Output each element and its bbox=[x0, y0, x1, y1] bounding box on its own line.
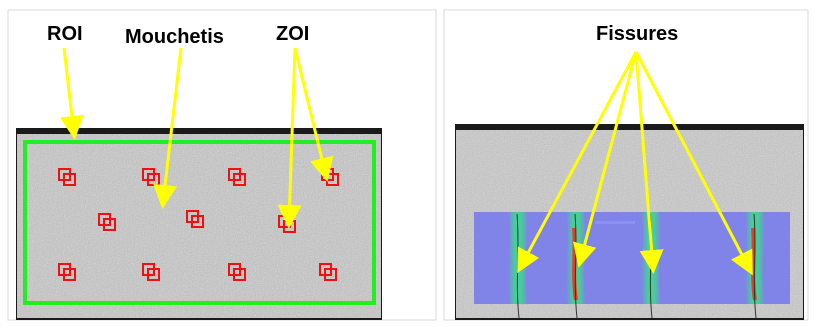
zoi-marker bbox=[58, 168, 76, 186]
zoi-marker bbox=[228, 168, 246, 186]
mouchetis-arrow bbox=[153, 47, 183, 209]
zoi-marker bbox=[142, 263, 160, 281]
zoi-marker bbox=[98, 213, 116, 231]
crack-band bbox=[508, 212, 528, 319]
mouchetis-label: Mouchetis bbox=[125, 26, 224, 48]
crack-bands bbox=[508, 212, 765, 319]
left-specimen-image bbox=[16, 128, 382, 320]
crack-band bbox=[566, 212, 586, 319]
fissures-label: Fissures bbox=[596, 23, 679, 45]
zoi-arrow-2 bbox=[293, 47, 334, 182]
zoi-label: ZOI bbox=[276, 23, 310, 45]
fissure-arrow-2 bbox=[573, 51, 638, 268]
zoi-marker bbox=[58, 263, 76, 281]
roi-frame bbox=[23, 140, 376, 305]
fissure-arrow-1 bbox=[517, 51, 638, 274]
zoi-marker bbox=[319, 263, 337, 281]
fissure-arrow-3 bbox=[634, 51, 664, 274]
crack-band bbox=[745, 212, 765, 319]
annotation-arrows bbox=[60, 47, 753, 276]
zoi-marker bbox=[186, 210, 204, 228]
zoi-arrow-1 bbox=[277, 47, 302, 229]
fissure-arrow-4 bbox=[634, 51, 753, 276]
zoi-markers bbox=[58, 168, 339, 281]
roi-arrow bbox=[60, 47, 84, 140]
roi-label: ROI bbox=[47, 23, 83, 45]
zoi-marker bbox=[228, 263, 246, 281]
